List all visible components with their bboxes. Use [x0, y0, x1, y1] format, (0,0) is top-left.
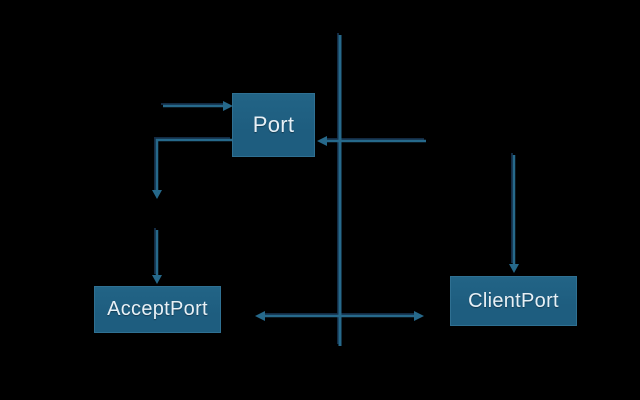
node-accept-port: AcceptPort: [94, 286, 221, 333]
node-client-port: ClientPort: [450, 276, 577, 326]
node-accept-port-label: AcceptPort: [107, 298, 208, 320]
arrow-accept-client-double: [255, 311, 424, 321]
arrow-into-accept-port: [152, 230, 162, 284]
arrow-into-port-from-right: [317, 136, 426, 146]
node-port: Port: [232, 93, 315, 157]
node-client-port-label: ClientPort: [468, 289, 559, 312]
arrow-into-client-port: [509, 155, 519, 273]
arrow-port-elbow-down: [152, 138, 232, 199]
arrow-into-port-from-left: [163, 101, 233, 111]
node-port-label: Port: [252, 112, 295, 137]
